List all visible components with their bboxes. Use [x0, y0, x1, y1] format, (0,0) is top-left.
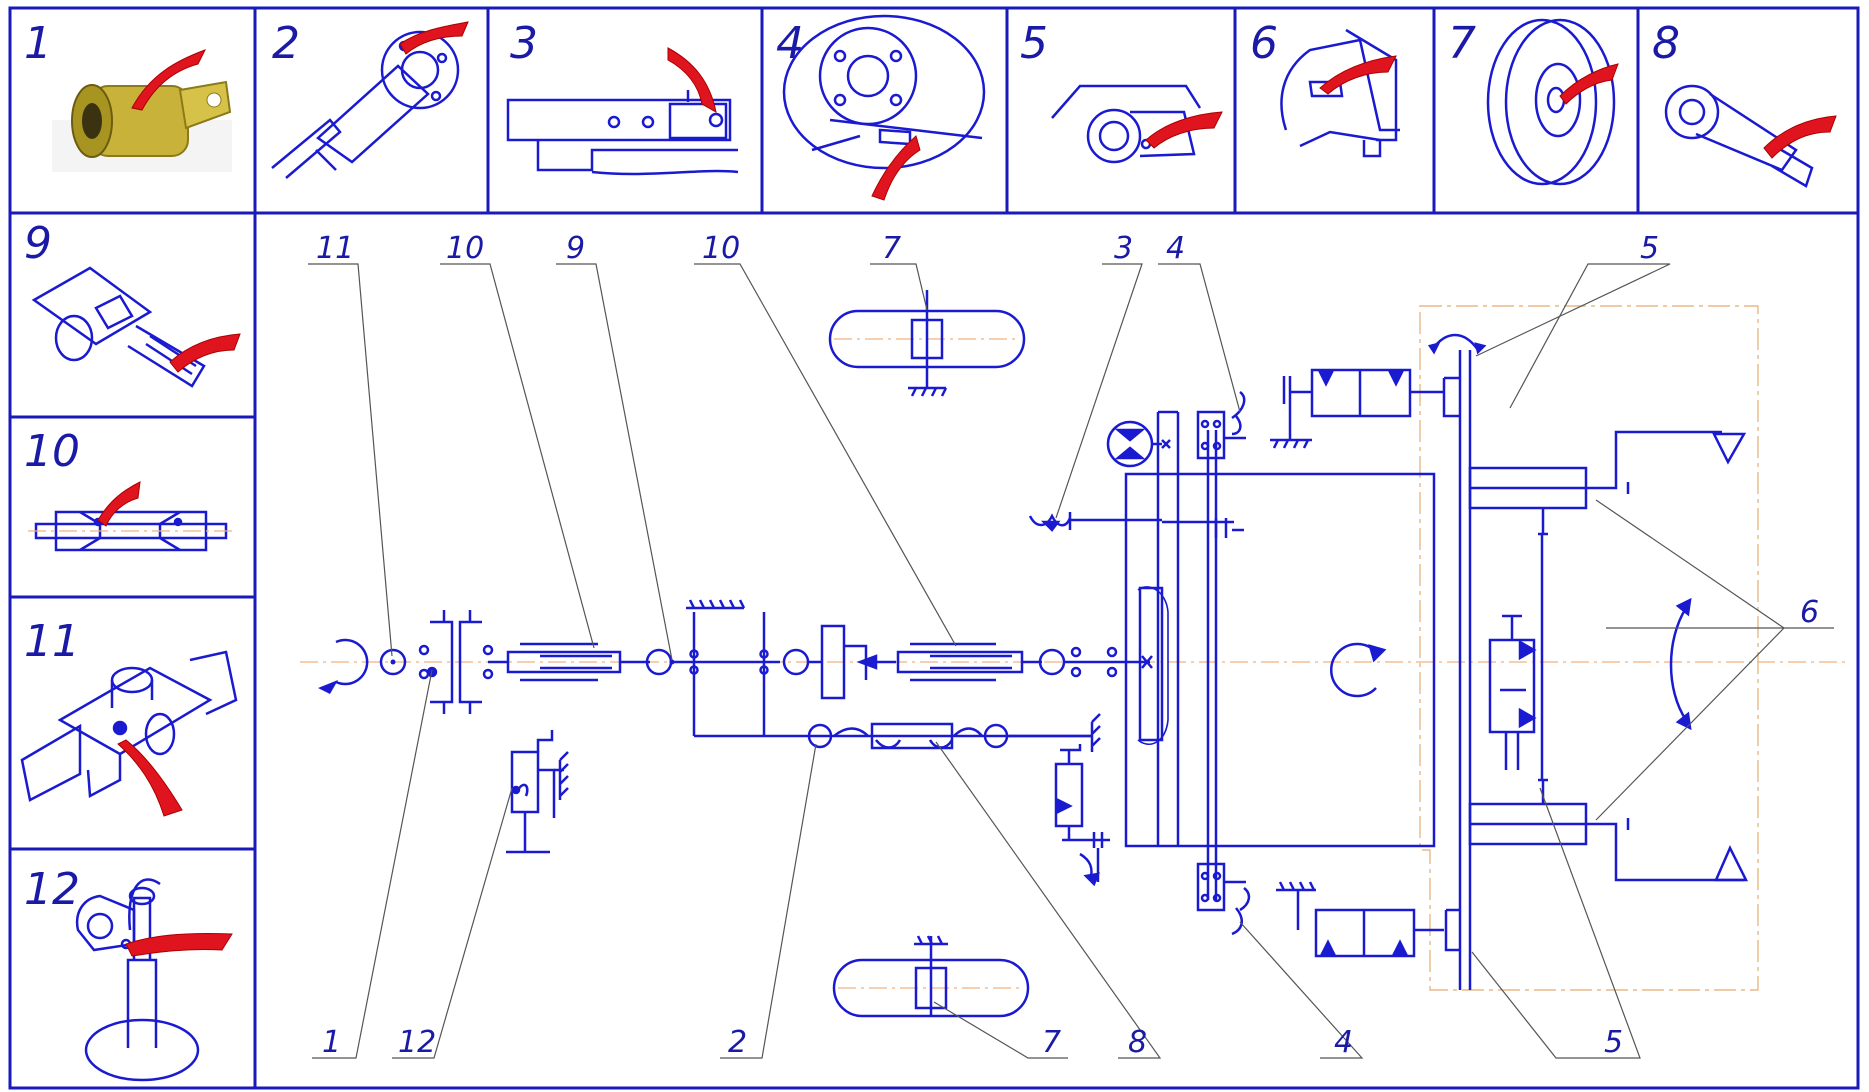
- pictogram-cell-7: 7: [1448, 18, 1619, 186]
- callout-11: 11: [316, 231, 354, 266]
- callouts-right: 6: [1800, 595, 1819, 630]
- hydraulic-cylinder-bottom: [1276, 881, 1444, 958]
- lift-cylinder-small: [1054, 744, 1110, 887]
- rotor-guard-outline: [1419, 305, 1759, 991]
- callout-5: 5: [1640, 231, 1659, 266]
- pictogram-number: 2: [272, 18, 300, 69]
- pivot-joint-icon: [1051, 84, 1223, 164]
- pictogram-number: 3: [510, 18, 538, 69]
- telescopic-shaft-10-left: [488, 642, 650, 682]
- pictogram-cell-5: 5: [1020, 18, 1223, 164]
- pto-yoke-photo-icon: [52, 49, 232, 172]
- right-output-assembly: [1427, 333, 1749, 990]
- jack-stand-icon: [75, 878, 233, 1082]
- callout-10: 10: [702, 231, 740, 266]
- pictogram-cell-12: 12: [24, 864, 233, 1082]
- callout-7: 7: [1042, 1025, 1061, 1060]
- callout-1: 1: [322, 1025, 341, 1060]
- callout-2: 2: [728, 1025, 747, 1060]
- pictogram-cell-9: 9: [24, 218, 241, 388]
- bearing-block-4-top: [1196, 391, 1246, 460]
- gearbox-flange-icon: [782, 14, 986, 201]
- pictogram-cell-3: 3: [506, 18, 739, 176]
- pictogram-cell-4: 4: [776, 14, 986, 201]
- pictogram-cell-2: 2: [271, 18, 469, 179]
- support-7-top: [828, 290, 1026, 397]
- callout-7: 7: [882, 231, 901, 266]
- pictogram-number: 8: [1652, 18, 1680, 69]
- intermediate-shaft: [671, 599, 1092, 738]
- rotor-input-bearings: [1064, 646, 1153, 678]
- pictogram-number: 9: [24, 218, 52, 269]
- input-rotation-arrow: [335, 638, 369, 686]
- pictogram-cell-8: 8: [1652, 18, 1837, 188]
- cardan-cross-icon: [20, 650, 238, 817]
- telescopic-shaft-icon: [28, 481, 236, 552]
- universal-joint-splined-icon: [31, 266, 241, 388]
- pictogram-number: 11: [24, 616, 80, 667]
- relief-valve-12: [506, 730, 569, 854]
- frame-bolt-icon: [506, 47, 739, 176]
- rod-end-icon: [1664, 84, 1837, 188]
- pictogram-cell-11: 11: [20, 616, 238, 817]
- hydraulic-motor: [1106, 420, 1171, 468]
- safety-clutch-1: [418, 610, 494, 714]
- callout-6: 6: [1800, 595, 1819, 630]
- callout-4: 4: [1166, 231, 1185, 266]
- callouts-bottom: 1 12 2 7 8 4 5: [322, 1025, 1623, 1060]
- bearing-block-4-bottom: [1196, 862, 1251, 936]
- pictogram-cell-10: 10: [24, 426, 236, 552]
- leader-lines: [308, 263, 1834, 1059]
- cardan-joint-11: [379, 648, 407, 676]
- pictogram-number: 6: [1250, 18, 1278, 69]
- sheet-frame: [8, 6, 1860, 1090]
- callout-12: 12: [398, 1025, 436, 1060]
- callout-9: 9: [566, 231, 585, 266]
- callout-10: 10: [446, 231, 484, 266]
- kinematic-scheme: 11 10 9 10 7 3 4 5 6 1 12 2 7 8 4 5: [300, 231, 1850, 1060]
- hydraulic-cylinder-top: [1270, 368, 1444, 449]
- telescopic-shaft-10-right: [896, 642, 1042, 682]
- callouts-top: 11 10 9 10 7 3 4 5: [316, 231, 1659, 266]
- rotor-housing: [1124, 410, 1436, 900]
- grease-nipple-3: [1028, 512, 1162, 532]
- callout-4: 4: [1334, 1025, 1353, 1060]
- wheel-hub-icon: [1486, 18, 1619, 186]
- pictogram-number: 12: [24, 864, 80, 915]
- pictogram-number: 1: [24, 18, 52, 69]
- bevel-gear-block: [808, 624, 896, 700]
- lower-chain-drive: [807, 713, 1101, 752]
- pictogram-number: 4: [776, 18, 804, 69]
- pictogram-number: 10: [24, 426, 80, 477]
- callout-5: 5: [1604, 1025, 1623, 1060]
- support-7-bottom: [832, 935, 1030, 1018]
- pictogram-cell-6: 6: [1250, 18, 1400, 158]
- callout-8: 8: [1128, 1025, 1147, 1060]
- bearing-housing-arm-icon: [271, 21, 469, 179]
- pictogram-number: 5: [1020, 18, 1048, 69]
- pictogram-cell-1: 1: [24, 18, 232, 172]
- bracket-nipple-icon: [1280, 28, 1400, 158]
- pictogram-number: 7: [1448, 18, 1476, 69]
- callout-3: 3: [1114, 231, 1133, 266]
